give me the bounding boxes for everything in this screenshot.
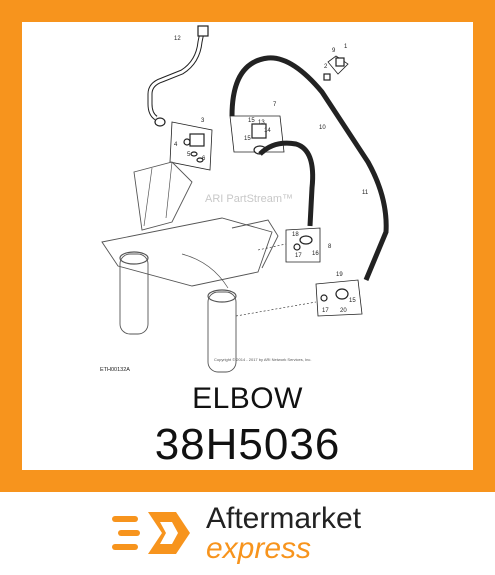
callout-10: 10 bbox=[319, 125, 326, 131]
callout-7: 7 bbox=[273, 102, 277, 108]
callout-1: 1 bbox=[344, 44, 348, 50]
callout-16: 16 bbox=[312, 251, 319, 257]
callout-9: 9 bbox=[332, 48, 336, 54]
brand-name-line2: express bbox=[206, 532, 312, 565]
callout-15a: 15 bbox=[248, 118, 255, 124]
callout-20: 20 bbox=[340, 308, 347, 314]
callout-19: 19 bbox=[336, 272, 343, 278]
part-name: ELBOW bbox=[192, 382, 303, 415]
brand-footer: Aftermarket express bbox=[0, 492, 495, 575]
callout-6: 6 bbox=[202, 156, 206, 162]
callout-2: 2 bbox=[324, 64, 328, 70]
orange-frame: 12 3 4 5 6 7 15 13 14 15 10 9 1 2 11 18 … bbox=[0, 0, 495, 492]
callout-4: 4 bbox=[174, 142, 178, 148]
callout-13: 13 bbox=[258, 120, 265, 126]
callout-8: 8 bbox=[328, 244, 332, 250]
callout-17a: 17 bbox=[295, 253, 302, 259]
callout-17b: 17 bbox=[322, 308, 329, 314]
callout-15c: 15 bbox=[349, 298, 356, 304]
figure-id: ETH00132A bbox=[100, 367, 130, 373]
part-number: 38H5036 bbox=[154, 420, 341, 469]
brand-name-line1: Aftermarket bbox=[206, 502, 362, 535]
parts-diagram: 12 3 4 5 6 7 15 13 14 15 10 9 1 2 11 18 … bbox=[22, 22, 473, 382]
callout-11: 11 bbox=[362, 190, 369, 196]
callout-18: 18 bbox=[292, 232, 299, 238]
callout-15b: 15 bbox=[244, 136, 251, 142]
watermark: ARI PartStream™ bbox=[205, 193, 294, 205]
callout-12: 12 bbox=[174, 36, 181, 42]
callout-5: 5 bbox=[187, 152, 191, 158]
callout-14: 14 bbox=[264, 128, 271, 134]
callout-3: 3 bbox=[201, 118, 205, 124]
product-card: 12 3 4 5 6 7 15 13 14 15 10 9 1 2 11 18 … bbox=[22, 22, 473, 470]
exploded-view-drawing bbox=[101, 25, 389, 373]
hexagon-speed-logo-icon bbox=[112, 512, 190, 554]
copyright-notice: Copyright © 2014 - 2017 by ARI Network S… bbox=[214, 357, 312, 362]
